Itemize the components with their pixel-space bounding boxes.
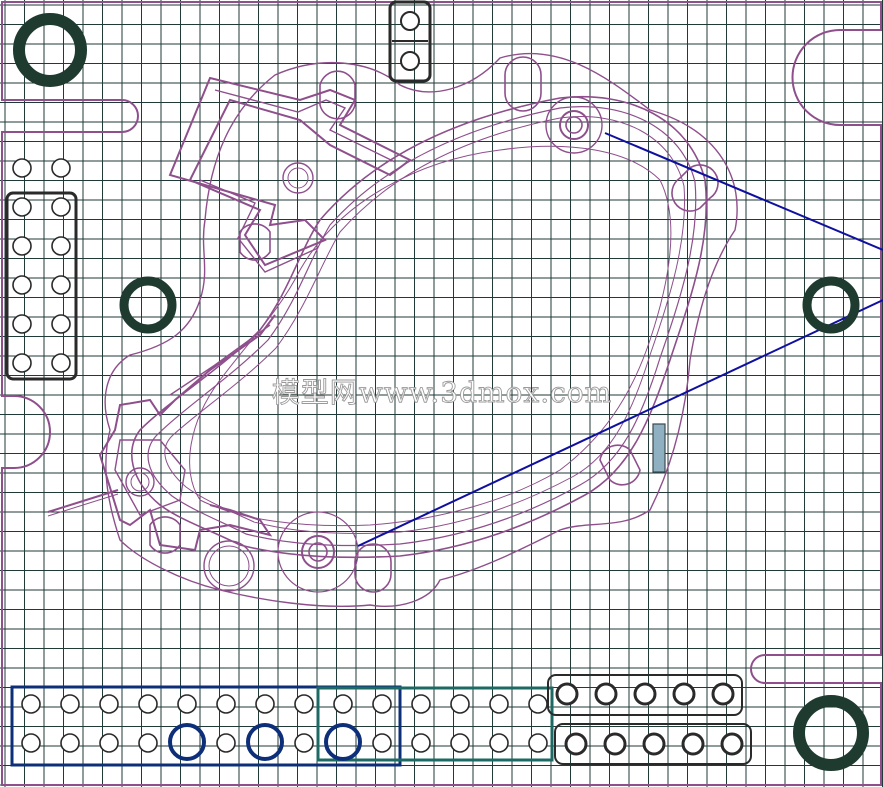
pad <box>12 275 32 295</box>
pad <box>555 682 579 706</box>
pad <box>138 733 158 753</box>
pad <box>642 732 666 756</box>
pad <box>294 733 314 753</box>
header-left <box>5 158 78 381</box>
blue-traces <box>357 132 883 547</box>
pad <box>294 694 314 714</box>
gasket-ring-1 <box>131 96 708 559</box>
pad <box>489 694 509 714</box>
pin-lead <box>47 489 119 513</box>
pad <box>138 694 158 714</box>
pad <box>711 682 735 706</box>
pad <box>177 694 197 714</box>
inner-cavity-outline <box>189 145 672 527</box>
pad <box>720 732 744 756</box>
mounting-hole-top-left <box>13 13 87 87</box>
screw-boss-top <box>545 96 603 154</box>
pad <box>450 694 470 714</box>
blue-ring-pads <box>168 723 362 761</box>
watermark: 模型网www.3dmox.com <box>272 376 612 409</box>
bracket-left <box>98 314 276 552</box>
bracket-top-left-inner <box>199 89 396 273</box>
pad <box>216 733 236 753</box>
gasket-ring-3 <box>164 116 686 535</box>
pad <box>51 314 71 334</box>
pad <box>672 682 696 706</box>
pad <box>21 694 41 714</box>
header-bottom <box>10 685 554 767</box>
mounting-hole-bottom-right <box>793 695 869 771</box>
pad <box>255 694 275 714</box>
bracket-left-inner <box>114 324 271 516</box>
pad <box>12 314 32 334</box>
pad <box>450 733 470 753</box>
pad <box>528 733 548 753</box>
pad <box>12 158 32 178</box>
pad <box>12 236 32 256</box>
header-bottom-right <box>547 674 752 765</box>
mounting-holes <box>13 13 869 771</box>
pad <box>372 733 392 753</box>
pad <box>51 158 71 178</box>
pad <box>594 682 618 706</box>
pad <box>51 236 71 256</box>
pin-lead-edge <box>47 493 119 517</box>
pad <box>603 732 627 756</box>
pad <box>99 694 119 714</box>
pad <box>411 694 431 714</box>
pad <box>333 694 353 714</box>
pin-boss-left <box>125 467 155 497</box>
mounting-hole-left <box>119 276 177 334</box>
pad <box>411 733 431 753</box>
pad <box>21 733 41 753</box>
header-top <box>388 0 432 83</box>
gasket-ring-2 <box>147 106 697 547</box>
pad <box>60 733 80 753</box>
pad <box>12 197 32 217</box>
pad <box>51 197 71 217</box>
pad <box>12 353 32 373</box>
bracket-top-left <box>168 76 412 267</box>
pad <box>51 353 71 373</box>
pad <box>60 694 80 714</box>
pad <box>633 682 657 706</box>
housing-outer-outline <box>104 52 738 607</box>
pad <box>489 733 509 753</box>
pad <box>99 733 119 753</box>
marker-bar <box>652 423 666 473</box>
pad <box>372 694 392 714</box>
pad <box>681 732 705 756</box>
clip-tabs <box>149 56 719 593</box>
pad <box>528 694 548 714</box>
small-boss <box>282 162 314 194</box>
mounting-hole-right <box>802 276 860 334</box>
pad <box>216 694 236 714</box>
screw-boss-left <box>203 540 255 592</box>
pad <box>51 275 71 295</box>
pad <box>564 732 588 756</box>
